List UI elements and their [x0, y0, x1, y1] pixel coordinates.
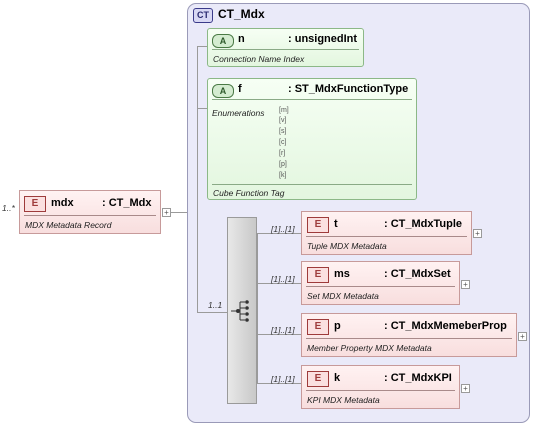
element-badge: E [307, 319, 329, 335]
attribute-description: Cube Function Tag [213, 188, 285, 198]
element-badge: E [307, 217, 329, 233]
enumeration-value: [v] [279, 117, 287, 124]
divider [306, 338, 512, 339]
element-badge: E [307, 267, 329, 283]
root-element-mdx[interactable]: E mdx : CT_Mdx MDX Metadata Record [19, 190, 161, 234]
attribute-badge: A [212, 34, 234, 48]
attribute-n[interactable]: A n : unsignedInt Connection Name Index [207, 28, 364, 67]
enumeration-value: [c] [279, 139, 287, 146]
expand-button-t[interactable]: + [473, 229, 482, 238]
sequence-compositor[interactable] [227, 217, 257, 404]
attribute-name: f [238, 83, 242, 95]
element-badge: E [24, 196, 46, 212]
root-expand-button[interactable]: + [162, 208, 171, 217]
divider [212, 184, 412, 185]
attribute-type: : unsignedInt [288, 33, 358, 45]
child-element-k[interactable]: E k : CT_MdxKPI KPI MDX Metadata [301, 365, 460, 409]
child-element-t[interactable]: E t : CT_MdxTuple Tuple MDX Metadata [301, 211, 472, 255]
child-cardinality: [1]..[1] [271, 325, 295, 335]
child-connector-ms [257, 283, 301, 284]
complex-type-badge: CT [193, 8, 213, 23]
divider [212, 99, 412, 100]
enumeration-value: [k] [279, 172, 287, 179]
divider [306, 236, 467, 237]
child-cardinality: [1]..[1] [271, 374, 295, 384]
attribute-badge: A [212, 84, 234, 98]
element-type: : CT_MdxSet [384, 268, 451, 280]
root-cardinality: 1..* [2, 203, 15, 213]
element-name: mdx [51, 197, 74, 209]
element-description: MDX Metadata Record [25, 220, 112, 230]
child-connector-t [257, 233, 301, 234]
element-description: Tuple MDX Metadata [307, 241, 387, 251]
expand-button-ms[interactable]: + [461, 280, 470, 289]
element-type: : CT_MdxTuple [384, 218, 463, 230]
child-cardinality: [1]..[1] [271, 274, 295, 284]
element-type: : CT_MdxKPI [384, 372, 452, 384]
divider [306, 390, 455, 391]
element-type: : CT_MdxMemeberProp [384, 320, 507, 332]
child-element-p[interactable]: E p : CT_MdxMemeberProp Member Property … [301, 313, 517, 357]
child-connector-k [257, 383, 301, 384]
attribute-connector-n [197, 46, 207, 47]
expand-button-k[interactable]: + [461, 384, 470, 393]
element-description: KPI MDX Metadata [307, 395, 380, 405]
complex-type-name: CT_Mdx [218, 7, 265, 21]
element-description: Member Property MDX Metadata [307, 343, 432, 353]
attribute-description: Connection Name Index [213, 54, 305, 64]
element-type: : CT_Mdx [102, 197, 152, 209]
enumeration-value: [r] [279, 150, 286, 157]
attribute-connector-f [197, 108, 207, 109]
element-name: p [334, 320, 341, 332]
expand-button-p[interactable]: + [518, 332, 527, 341]
element-badge: E [307, 371, 329, 387]
element-description: Set MDX Metadata [307, 291, 379, 301]
enumeration-value: [s] [279, 128, 287, 135]
child-connector-p [257, 334, 301, 335]
element-name: t [334, 218, 338, 230]
element-name: k [334, 372, 341, 384]
child-cardinality: [1]..[1] [271, 224, 295, 234]
divider [212, 49, 359, 50]
attribute-name: n [238, 33, 245, 45]
enumerations-label: Enumerations [212, 108, 265, 118]
connector [171, 212, 187, 213]
child-element-ms[interactable]: E ms : CT_MdxSet Set MDX Metadata [301, 261, 460, 305]
enumeration-value: [m] [279, 107, 289, 114]
enumeration-value: [p] [279, 161, 287, 168]
sequence-cardinality: 1..1 [208, 300, 223, 310]
divider [24, 215, 156, 216]
sequence-icon [231, 300, 249, 322]
attribute-type: : ST_MdxFunctionType [288, 83, 409, 95]
divider [306, 286, 455, 287]
child-connector-trunk [257, 233, 258, 383]
element-name: ms [334, 268, 350, 280]
attribute-connector-trunk [197, 46, 198, 313]
sequence-connector [197, 312, 227, 313]
attribute-f[interactable]: A f : ST_MdxFunctionType Enumerations Cu… [207, 78, 417, 200]
